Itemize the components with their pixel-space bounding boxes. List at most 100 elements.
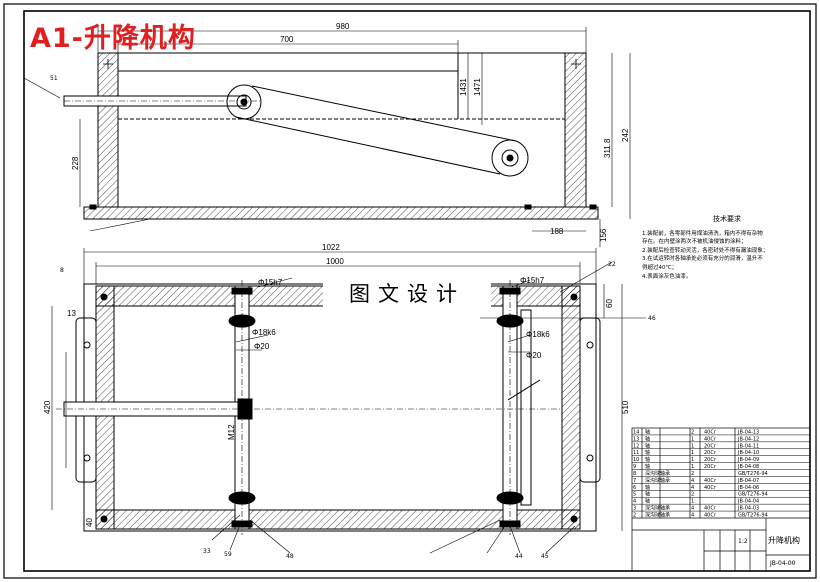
parts-cell: 40Cr <box>704 429 717 435</box>
parts-cell: 20Cr <box>704 457 717 463</box>
leader-48: 48 <box>286 553 294 560</box>
parts-cell: 1 <box>691 443 694 449</box>
left-wall <box>97 52 119 208</box>
belt-bottom <box>235 116 501 175</box>
parts-cell: 轴 <box>645 456 650 463</box>
dim-228: 228 <box>71 156 80 170</box>
parts-cell: JB-04-12 <box>737 436 759 442</box>
leader-22: 22 <box>608 261 616 268</box>
drawing-number: JB-04-00 <box>769 560 796 567</box>
dim-13: 13 <box>67 309 76 318</box>
parts-cell: 轴 <box>645 498 650 505</box>
parts-cell: JB-04-11 <box>737 443 759 449</box>
parts-cell: JB-04-03 <box>737 506 759 512</box>
parts-cell: 10 <box>633 457 639 463</box>
parts-cell: 5 <box>633 492 636 498</box>
base-plate <box>83 206 599 220</box>
parts-cell: JB-04-06 <box>737 485 759 491</box>
dim-60: 60 <box>605 299 614 308</box>
parts-cell: 2 <box>633 513 636 519</box>
parts-list-lines <box>632 434 810 512</box>
parts-cell: 9 <box>633 464 636 470</box>
parts-cell: 40Cr <box>704 478 717 484</box>
parts-cell: JB-04-04 <box>737 499 759 505</box>
right-wall <box>564 52 587 208</box>
leader-33: 33 <box>203 548 211 555</box>
parts-cell: 4 <box>633 499 636 505</box>
parts-cell: JB-04-08 <box>737 464 759 470</box>
parts-cell: 1 <box>691 457 694 463</box>
dim-phi20-right: Φ20 <box>526 351 542 360</box>
parts-cell: 4 <box>691 478 694 484</box>
technical-notes: 技术要求 1.装配前，各零部件用煤油清洗，箱内不得有杂物 存在。在内壁涂两次不被… <box>642 215 812 281</box>
leader-45: 45 <box>541 553 549 560</box>
assembly-name: 升降机构 <box>768 535 800 545</box>
parts-cell: 12 <box>633 443 639 449</box>
parts-cell: GB/T276-94 <box>738 492 768 498</box>
parts-cell: 1 <box>691 436 694 442</box>
dim-1000: 1000 <box>326 257 344 266</box>
parts-cell: 2 <box>691 429 694 435</box>
parts-cell: JB-04-13 <box>737 429 759 435</box>
outer-border <box>3 3 817 579</box>
watermark: 图文设计 <box>323 273 491 313</box>
elevation-view <box>63 52 599 220</box>
parts-cell: 轴 <box>645 442 650 449</box>
parts-cell: 轴 <box>645 491 650 498</box>
parts-cell: 20Cr <box>704 464 717 470</box>
dim-188: 188 <box>550 227 564 236</box>
note-line: 3.在试运转时各轴承处必须有充分的润滑，温升不 <box>642 256 763 263</box>
parts-cell: 1 <box>691 450 694 456</box>
dim-phi18k6-right: Φ18k6 <box>526 330 550 339</box>
parts-cell: 2 <box>691 471 694 477</box>
dim-phi18k6-left: Φ18k6 <box>252 328 276 337</box>
dim-phi15h7-right: Φ15h7 <box>520 276 545 285</box>
dim-242: 242 <box>621 128 630 142</box>
parts-cell: 11 <box>633 450 639 456</box>
dim-3118: 311.8 <box>603 138 612 158</box>
note-line: 存在。在内壁涂两次不被机油侵蚀的涂料； <box>642 239 747 246</box>
title-block <box>631 427 811 572</box>
parts-cell: 14 <box>633 429 639 435</box>
parts-cell: GB/T276-94 <box>738 471 768 477</box>
dim-m12: M12 <box>227 424 236 440</box>
drawing-title: A1-升降机构 <box>30 23 196 54</box>
parts-cell: 深沟球轴承 <box>645 470 670 477</box>
inner-border <box>23 10 811 572</box>
dim-420: 420 <box>43 400 52 414</box>
leader-8: 8 <box>60 267 64 274</box>
dim-980: 980 <box>336 22 350 31</box>
parts-cell: JB-04-07 <box>737 478 759 484</box>
parts-cell: 40Cr <box>704 436 717 442</box>
dim-510: 510 <box>621 400 630 414</box>
parts-cell: 4 <box>691 485 694 491</box>
parts-cell: 6 <box>633 485 636 491</box>
parts-cell: 40Cr <box>704 513 717 519</box>
parts-cell: 深沟球轴承 <box>645 512 670 519</box>
dim-1471: 1471 <box>473 78 482 96</box>
parts-cell: 8 <box>633 471 636 477</box>
parts-cell: 1 <box>691 464 694 470</box>
parts-cell: 轴 <box>645 484 650 491</box>
parts-cell: 3 <box>633 506 636 512</box>
parts-cell: 7 <box>633 478 636 484</box>
parts-cell: JB-04-09 <box>737 457 759 463</box>
parts-cell: GB/T276-94 <box>738 513 768 519</box>
note-line: 得超过40℃； <box>642 264 678 271</box>
parts-cell: 4 <box>691 506 694 512</box>
drawing-scale: 1:2 <box>738 538 748 545</box>
parts-cell: 13 <box>633 436 639 442</box>
leader-46: 46 <box>648 315 656 322</box>
parts-cell: 1 <box>691 499 694 505</box>
dim-156: 156 <box>599 228 608 242</box>
dim-40: 40 <box>85 518 94 527</box>
parts-cell: 深沟球轴承 <box>645 477 670 484</box>
parts-cell: 2 <box>691 492 694 498</box>
dim-1431: 1431 <box>459 78 468 96</box>
parts-cell: 40Cr <box>704 506 717 512</box>
plan-dimensions <box>51 248 646 554</box>
leader-51: 51 <box>50 75 58 82</box>
note-line: 2.装配后检查转动灵活，各密封处不得有漏油现象； <box>642 247 769 254</box>
